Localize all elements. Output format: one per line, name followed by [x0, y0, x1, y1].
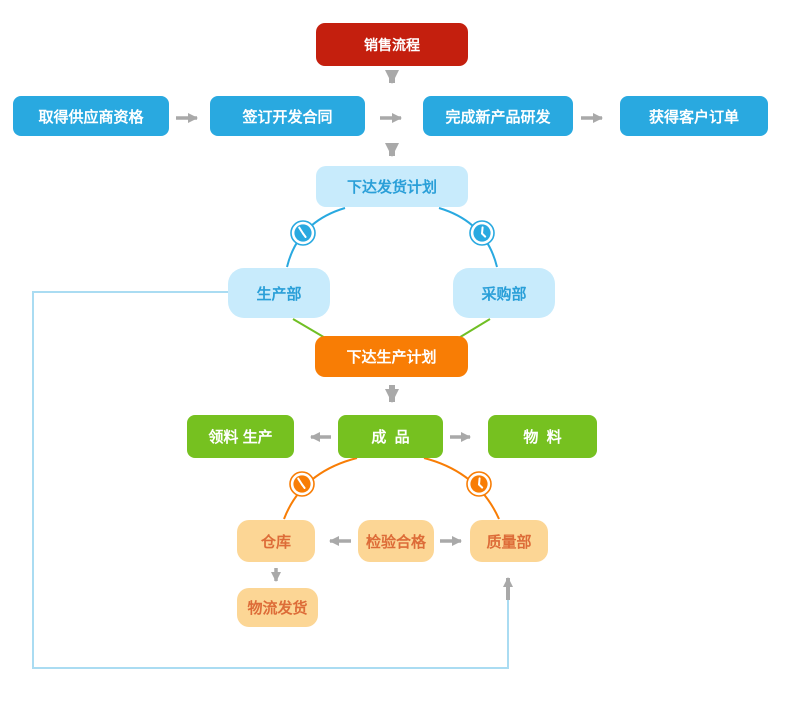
node-purchasing-dept: 采购部 [453, 268, 555, 318]
node-production-dept: 生产部 [228, 268, 330, 318]
node-production-plan: 下达生产计划 [315, 336, 468, 377]
clock-icon-orange-right [466, 471, 492, 497]
node-customer-order: 获得客户订单 [620, 96, 768, 136]
node-supplier-qualification: 取得供应商资格 [13, 96, 169, 136]
node-logistics-shipping: 物流发货 [237, 588, 318, 627]
node-shipping-plan: 下达发货计划 [316, 166, 468, 207]
node-new-product-rd: 完成新产品研发 [423, 96, 573, 136]
node-finished-goods: 成 品 [338, 415, 443, 458]
node-quality-dept: 质量部 [470, 520, 548, 562]
clock-icon-blue-right [469, 220, 495, 246]
node-sales-process: 销售流程 [316, 23, 468, 66]
node-development-contract: 签订开发合同 [210, 96, 365, 136]
node-warehouse: 仓库 [237, 520, 315, 562]
node-material-picking-production: 领料 生产 [187, 415, 294, 458]
clock-icon-orange-left [289, 471, 315, 497]
clock-icon-blue-left [290, 220, 316, 246]
node-inspection-passed: 检验合格 [358, 520, 434, 562]
node-materials: 物 料 [488, 415, 597, 458]
